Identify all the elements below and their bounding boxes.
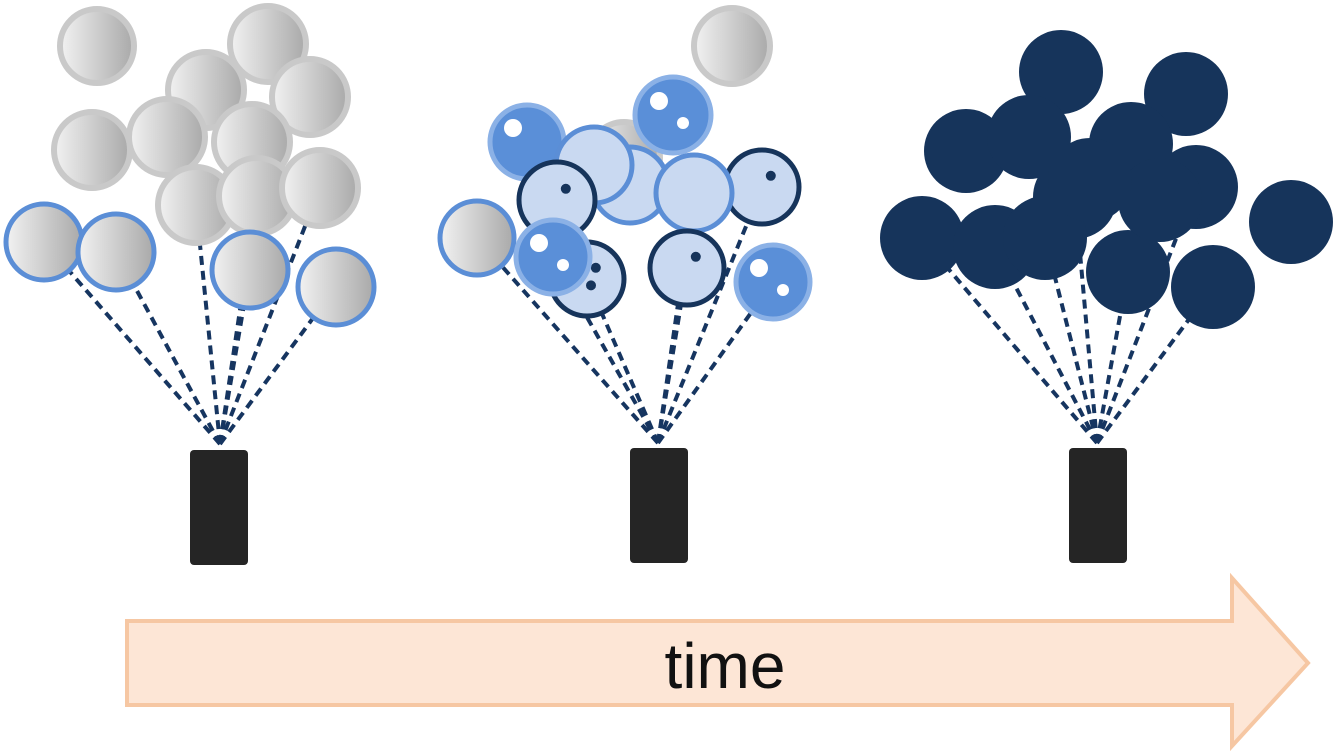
balloon-body <box>57 6 137 86</box>
balloon-string <box>218 195 259 445</box>
balloon <box>1171 245 1255 329</box>
balloon-holder <box>190 450 248 565</box>
balloon-body <box>1086 230 1170 314</box>
balloon-body <box>269 56 351 138</box>
balloon-body <box>653 152 735 234</box>
balloon-body <box>722 147 802 227</box>
balloon <box>691 5 773 87</box>
balloon-body <box>1118 158 1202 242</box>
balloon <box>733 242 813 322</box>
balloon <box>57 6 137 86</box>
balloon-holder <box>630 448 688 563</box>
balloon <box>51 109 133 191</box>
balloon-body <box>1019 30 1103 114</box>
balloon <box>1249 180 1333 264</box>
time-arrow: time <box>125 572 1311 752</box>
balloon-body <box>1171 245 1255 329</box>
balloon-body <box>1144 52 1228 136</box>
balloon <box>1048 138 1132 222</box>
balloon-spot <box>650 92 668 110</box>
balloon <box>1086 230 1170 314</box>
balloon-string <box>551 256 660 444</box>
balloon <box>632 74 714 156</box>
grey-bouquet <box>3 3 377 565</box>
balloon <box>269 56 351 138</box>
balloon <box>437 198 517 278</box>
balloon <box>987 95 1071 179</box>
navy-bouquet <box>880 30 1333 563</box>
balloon <box>3 201 85 283</box>
balloon-string <box>1043 237 1099 444</box>
balloon-body <box>3 201 85 283</box>
balloon <box>924 109 1008 193</box>
balloon-body <box>75 211 157 293</box>
balloon <box>209 229 291 311</box>
balloon-body <box>126 96 208 178</box>
balloon-string <box>656 186 764 444</box>
balloon-string <box>218 285 338 446</box>
balloon-body <box>1048 138 1132 222</box>
balloon-body <box>51 109 133 191</box>
balloon <box>653 152 735 234</box>
balloon <box>1144 52 1228 136</box>
balloon <box>279 147 361 229</box>
balloon-spot <box>750 259 768 277</box>
balloon-body <box>513 217 593 297</box>
balloon <box>1019 30 1103 114</box>
balloon <box>880 196 964 280</box>
balloon-spot <box>530 234 548 252</box>
balloon <box>126 96 208 178</box>
balloon <box>1003 196 1087 280</box>
balloon <box>1118 158 1202 242</box>
balloon-body <box>632 74 714 156</box>
balloon <box>227 3 309 85</box>
balloon-body <box>1249 180 1333 264</box>
balloon-spot <box>504 119 522 137</box>
balloon <box>513 217 593 297</box>
balloon-spot <box>690 251 701 262</box>
balloon-spot <box>677 117 689 129</box>
balloon-spot <box>765 170 776 181</box>
balloon <box>295 246 377 328</box>
balloon-holder <box>1069 448 1127 563</box>
balloon-spot <box>560 183 571 194</box>
balloon-body <box>924 109 1008 193</box>
balloon <box>647 228 727 308</box>
balloon-body <box>647 228 727 308</box>
balloon-spot <box>777 284 789 296</box>
balloon-spot <box>590 262 601 273</box>
balloon-body <box>295 246 377 328</box>
balloon-spot <box>586 280 596 291</box>
balloon-body <box>733 242 813 322</box>
time-label: time <box>665 630 786 702</box>
balloon-body <box>691 5 773 87</box>
balloon-body <box>209 229 291 311</box>
balloon <box>722 147 802 227</box>
balloon-body <box>987 95 1071 179</box>
balloon-spot <box>557 259 569 271</box>
balloon-body <box>279 147 361 229</box>
balloon-string <box>475 236 660 445</box>
balloon-string <box>1095 285 1215 445</box>
balloon-string <box>656 280 775 445</box>
balloon-string <box>218 187 322 445</box>
time-arrow-shape <box>125 572 1311 752</box>
balloon-body <box>880 196 964 280</box>
balloon-body <box>227 3 309 85</box>
balloon-body <box>1003 196 1087 280</box>
balloon-string <box>1073 196 1099 444</box>
balloon-body <box>437 198 517 278</box>
balloon <box>75 211 157 293</box>
mixed-bouquet <box>437 5 813 563</box>
